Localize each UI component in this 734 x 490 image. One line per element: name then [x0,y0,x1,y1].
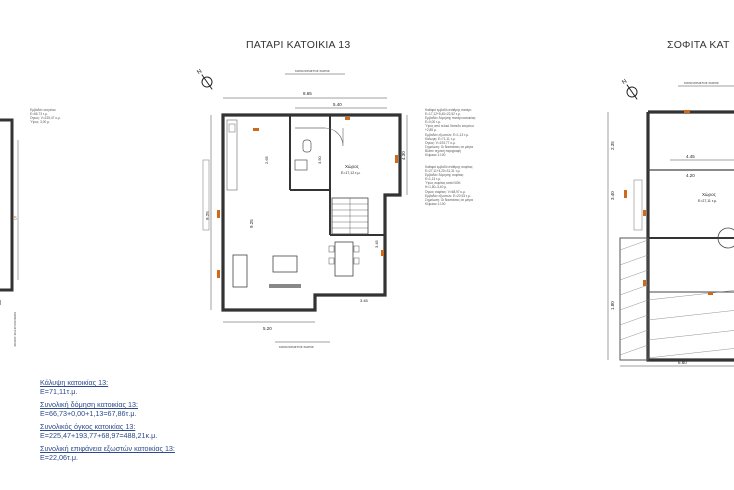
mezzanine-room-name: Χώρος [345,163,360,169]
attic-dim-d: 2.35 [610,141,615,150]
summary-label: Συνολικός όγκος κατοικίας 13: [40,422,136,431]
summary-volume: Συνολικός όγκος κατοικίας 13: E=225,47+1… [40,422,175,440]
note-line: Κλίμακα 1:100 [425,201,446,206]
note-line: Καθαρό εμβαδό στάθμης πατάρι: [425,108,472,112]
north-arrow-icon: N [621,79,638,100]
attic-dim-c: 6.80 [678,360,687,365]
note-line: Εμβαδόν δόμησης σοφίτας: [425,173,464,178]
ground-notes: Εμβαδόν ισογείου: E=66,73 τ.μ. Όγκος: V=… [30,108,180,124]
dim-inner-c: 9.25 [249,219,254,228]
note-line: H=1,80–3,40 μ. [425,185,447,190]
note-line: Ύψος από τελικό δάπεδο ισογείου: [425,124,475,129]
summary-value: E=22,06τ.μ. [40,453,78,462]
summary-build: Συνολική δόμηση κατοικίας 13: E=66,73+0,… [40,400,175,418]
attic-title: ΣΟΦΙΤΑ ΚΑΤ [667,39,730,51]
attic-top-border-label: ΚΟΙΝΟΧΡΗΣΤΟΣ ΧΩΡΟΣ [684,81,719,85]
note-line: Καθαρό εμβαδό στάθμης σοφίτας: [425,165,474,169]
note-line: +2,85 μ. [425,128,437,133]
dim-top-right: 5.40 [333,102,342,107]
svg-text:N: N [196,69,203,76]
bottom-border-label: ΚΟΙΝΟΧΡΗΣΤΟΣ ΧΩΡΟΣ [279,345,314,349]
dim-top-total: 8.65 [303,91,312,96]
note-line: Εμβαδόν εξωστών: E=1,13 τ.μ. [425,132,469,137]
note-line: Ύψος σοφίτας κατά ΝΟΚ: [425,181,462,186]
mezzanine-notes: Καθαρό εμβαδό στάθμης πατάρι: E=17,12+5,… [425,108,575,157]
dim-inner-e: 3.45 [360,298,369,303]
dim-inner-b: 3.50 [317,155,322,164]
note-line: Σημείωση: Οι διαστάσεις σε μέτρα [425,197,474,202]
note-line: Βλέπε τεχνική περιγραφή [425,148,461,153]
note-line: Σημείωση: Οι διαστάσεις σε μέτρα [425,144,474,149]
mezzanine-room-area: E=17,12 τ.μ. [341,171,360,175]
note-line: Όγκος σοφίτας: V=68,97 κ.μ. [425,189,466,194]
note-line: Κάλυψη: E=71,11 τ.μ. [425,136,456,141]
note-line: Εμβαδόν δόμησης πατάρι κατοικίας: [425,116,477,121]
svg-text:N: N [621,79,628,86]
summary-label: Κάλυψη κατοικίας 13: [40,378,109,387]
note-line: E=0,00 τ.μ. [425,120,441,125]
summary-value: E=71,11τ.μ. [40,387,78,396]
attic-notes: Καθαρό εμβαδό στάθμης σοφίτας: E=27,11+4… [425,165,575,206]
ground-floor-plan-partial: 5 ΚΟΙΝΟΧΡΗΣΤΟΣ ΧΩΡΟΣ [0,118,19,347]
attic-dim-e: 3.40 [610,191,615,200]
attic-dim-f: 1.80 [610,301,615,310]
summary-balconies: Συνολική επιφάνεια εξωστών κατοικίας 13:… [40,444,175,462]
note-line: E=17,12+5,40=22,52 τ.μ. [425,112,461,117]
note-line: E=1,13 τ.μ. [425,177,441,182]
top-border-label: ΚΟΙΝΟΧΡΗΣΤΟΣ ΧΩΡΟΣ [295,69,330,73]
north-arrow-icon: N [196,69,213,90]
note-line: E=27,11+4,20=31,31 τ.μ. [425,169,461,174]
note-line: Εμβαδόν ισογείου: [30,108,57,112]
summary-coverage: Κάλυψη κατοικίας 13: E=71,11τ.μ. [40,378,175,396]
dim-right: 4.30 [401,151,406,160]
ground-border-label: ΚΟΙΝΟΧΡΗΣΤΟΣ ΧΩΡΟΣ [13,312,17,347]
note-line: Όγκος: V=225,47 κ.μ. [30,116,61,121]
summary-label: Συνολική δόμηση κατοικίας 13: [40,400,138,409]
dim-inner-d: 3.45 [374,239,379,248]
dim-bottom: 5.20 [263,326,272,331]
summary-value: E=66,73+0,00+1,13=67,86τ.μ. [40,409,137,418]
dim-left: 9.25 [205,211,210,220]
attic-dim-b: 4.20 [686,173,695,178]
note-line: Όγκος: V=193,77 κ.μ. [425,140,456,145]
attic-plan: N ΚΟΙΝΟΧΡΗΣΤΟΣ ΧΩΡΟΣ 4.45 4.20 Χώρος E=2… [607,79,734,367]
attic-dim-a: 4.45 [686,154,695,159]
summary-block: Κάλυψη κατοικίας 13: E=71,11τ.μ. Συνολικ… [40,378,175,466]
attic-room-name: Χώρος [702,191,717,197]
note-line: Κλίμακα 1:100 [425,153,446,158]
ground-side-mark: 5 [14,216,17,222]
sofa-icon [232,254,301,288]
note-line: Εμβαδόν εξωστών: E=20,93 τ.μ. [425,193,471,198]
mezzanine-plan: N ΚΟΙΝΟΧΡΗΣΤΟΣ ΧΩΡΟΣ 8.65 5.40 [196,69,408,349]
mezzanine-title: ΠΑΤΑΡΙ ΚΑΤΟΙΚΙΑ 13 [246,39,351,51]
dim-inner-a: 2.65 [264,155,269,164]
balcony-hatch [619,237,734,361]
summary-value: E=225,47+193,77+68,97=488,21κ.μ. [40,431,158,440]
stairs-icon [331,197,369,235]
note-line: Ύψος: 3,00 μ. [30,120,50,125]
note-line: E=66,73 τ.μ. [30,112,48,117]
dining-table-icon [328,241,360,277]
summary-label: Συνολική επιφάνεια εξωστών κατοικίας 13: [40,444,175,453]
attic-room-area: E=27,11 τ.μ. [698,199,717,203]
